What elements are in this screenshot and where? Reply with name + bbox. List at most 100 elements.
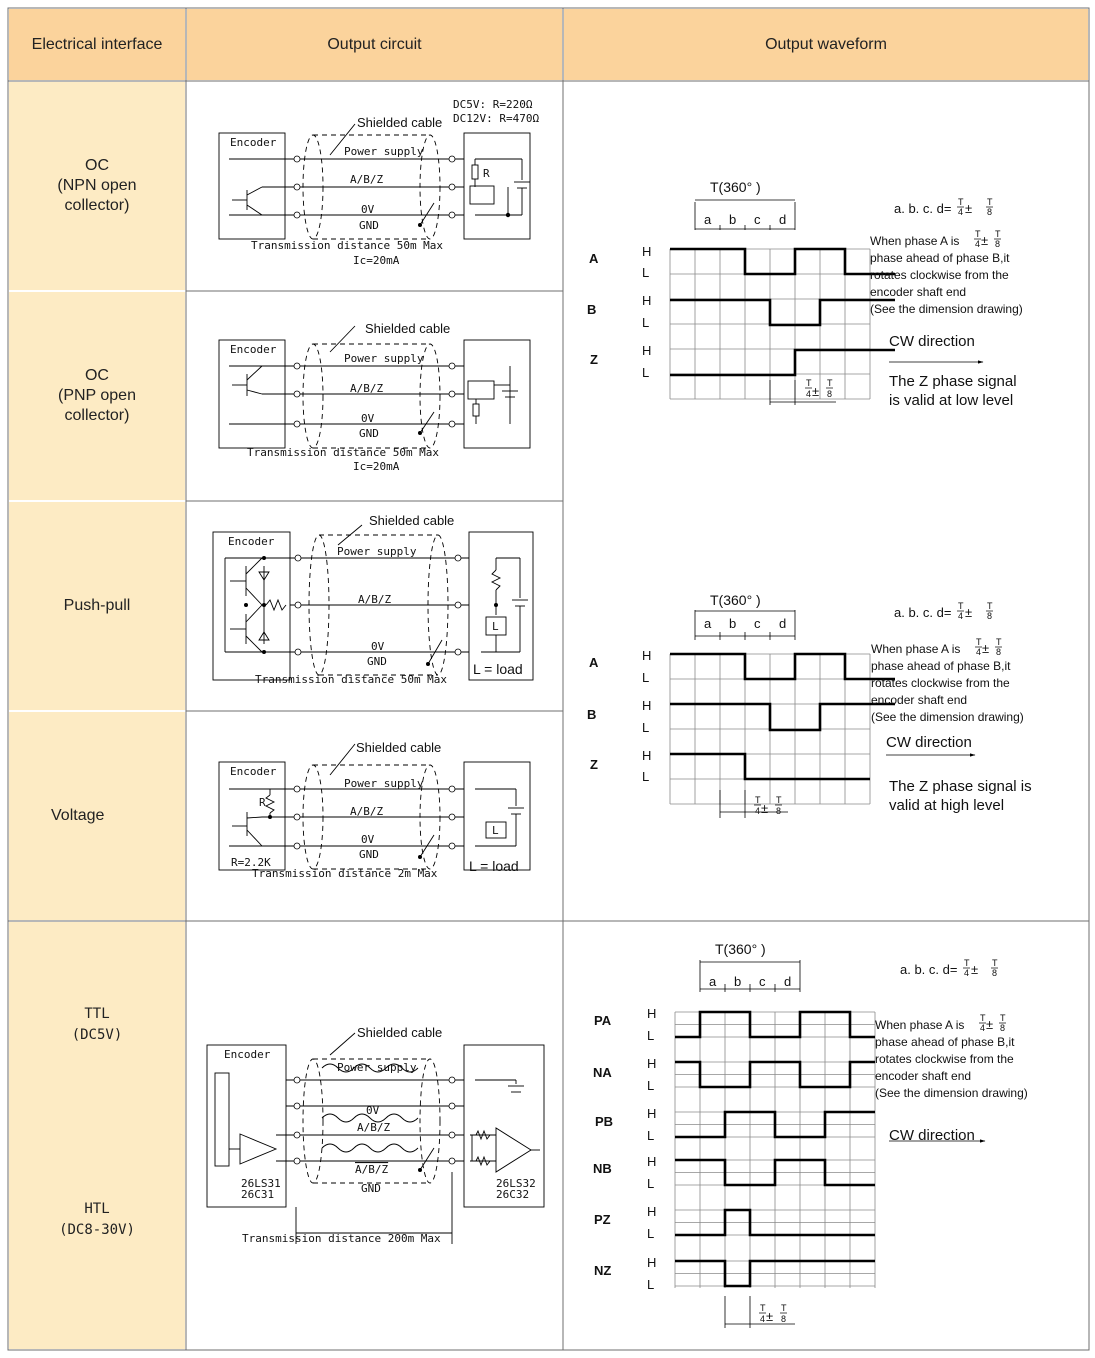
wf3-high-label: H <box>647 1204 656 1219</box>
svg-text:When phase A is: When phase A is <box>871 642 960 656</box>
interface-push-pull-l1: Push-pull <box>63 597 131 614</box>
pushpull-receiver-box <box>468 531 534 681</box>
svg-text:phase ahead of phase B,it: phase ahead of phase B,it <box>871 659 1011 673</box>
svg-text:4: 4 <box>760 1314 765 1324</box>
wf3-ch-pz: PZ <box>594 1212 611 1227</box>
voltage-zero-label: 0V <box>361 833 375 846</box>
wf3-seg-c: c <box>759 974 766 989</box>
header-col1-text: Electrical interface <box>31 35 163 53</box>
svg-text:(See the dimension drawing): (See the dimension drawing) <box>871 710 1024 724</box>
waveform-differential <box>674 960 986 1328</box>
ttl-power-label: Power supply <box>337 1061 417 1074</box>
interface-htl-l2: (DC8-30V) <box>59 1222 135 1238</box>
svg-text:8: 8 <box>987 207 992 217</box>
npn-distance: Transmission distance 50m Max <box>251 239 443 252</box>
ttl-signal-label: A/B/Z <box>357 1121 390 1134</box>
wf2-seg-b: b <box>729 616 736 631</box>
svg-text:L: L <box>642 365 649 380</box>
svg-text:4: 4 <box>958 207 963 217</box>
svg-text:L: L <box>642 315 649 330</box>
npn-signal-label: A/B/Z <box>350 173 383 186</box>
svg-text:8: 8 <box>776 806 781 816</box>
svg-text:encoder shaft end: encoder shaft end <box>875 1069 971 1083</box>
circuit-npn <box>218 123 531 240</box>
circuit-ttl-htl <box>206 1032 545 1244</box>
svg-text:rotates clockwise from the: rotates clockwise from the <box>871 676 1010 690</box>
wf3-period: T(360° ) <box>715 941 766 957</box>
pushpull-encoder-box <box>212 531 291 681</box>
interface-npn-l3: collector) <box>64 197 130 214</box>
svg-text:When phase A is: When phase A is <box>870 234 959 248</box>
svg-text:±: ± <box>971 962 978 977</box>
pnp-shield-label: Shielded cable <box>365 321 450 336</box>
wf2-ch-z: Z <box>590 757 598 772</box>
svg-text:T: T <box>755 795 761 805</box>
svg-text:4: 4 <box>964 968 969 978</box>
svg-text:8: 8 <box>996 647 1001 657</box>
svg-text:T: T <box>827 378 833 388</box>
circuit-voltage <box>218 743 531 871</box>
wf3-low-label: L <box>647 1028 654 1043</box>
wf2-znote2: valid at high level <box>889 797 1004 814</box>
svg-text:encoder shaft end: encoder shaft end <box>870 285 966 299</box>
wf3-ch-nz: NZ <box>594 1263 611 1278</box>
interface-npn-l1: OC <box>85 157 109 174</box>
wf1-seg-a: a <box>704 212 712 227</box>
svg-text:8: 8 <box>827 389 832 399</box>
pushpull-load-text: L = load <box>473 661 523 677</box>
interface-voltage: Voltage <box>9 712 185 920</box>
wf3-high-label: H <box>647 1106 656 1121</box>
wf3-low-label: L <box>647 1078 654 1093</box>
wf3-wave-pa <box>675 1010 875 1039</box>
pushpull-encoder-label: Encoder <box>228 535 275 548</box>
npn-receiver-box <box>463 132 531 240</box>
interface-voltage-l1: Voltage <box>51 807 105 824</box>
ttl-zero-label: 0V <box>366 1104 380 1117</box>
voltage-load-box-label: L <box>492 824 499 837</box>
npn-encoder-label: Encoder <box>230 136 277 149</box>
ttl-receiver-box <box>463 1044 545 1208</box>
voltage-distance: Transmission distance 2m Max <box>252 867 438 880</box>
ttl-encoder-label: Encoder <box>224 1048 271 1061</box>
waveform-low-z <box>669 199 984 405</box>
wf3-low-label: L <box>647 1226 654 1241</box>
voltage-gnd-label: GND <box>359 848 379 861</box>
interface-npn-l2: (NPN open <box>57 177 137 194</box>
voltage-signal-label: A/B/Z <box>350 805 383 818</box>
wf3-ch-nb: NB <box>593 1161 612 1176</box>
wf3-seg-a: a <box>709 974 717 989</box>
voltage-receiver-box <box>463 761 531 871</box>
svg-text:a. b. c. d=: a. b. c. d= <box>894 201 951 216</box>
wf3-high-label: H <box>647 1056 656 1071</box>
npn-shield-label: Shielded cable <box>357 115 442 130</box>
npn-power-label: Power supply <box>344 145 424 158</box>
wf3-wave-pb <box>675 1110 875 1139</box>
voltage-r-label: R <box>259 796 266 809</box>
wf1-wave-b <box>670 298 895 327</box>
svg-text:H: H <box>642 698 651 713</box>
pushpull-power-label: Power supply <box>337 545 417 558</box>
wf3-ch-pb: PB <box>595 1114 613 1129</box>
svg-text:T: T <box>996 637 1002 647</box>
voltage-power-label: Power supply <box>344 777 424 790</box>
wf3-high-label: H <box>647 1154 656 1169</box>
wf3-ch-pa: PA <box>594 1013 612 1028</box>
wf3-seg-b: b <box>734 974 741 989</box>
svg-text:T: T <box>958 601 964 611</box>
pushpull-distance: Transmission distance 50m Max <box>255 673 447 686</box>
pushpull-shield-label: Shielded cable <box>369 513 454 528</box>
svg-text:a. b. c. d=: a. b. c. d= <box>900 962 957 977</box>
svg-text:±: ± <box>982 641 989 656</box>
pnp-receiver-box <box>463 339 531 449</box>
wf3-wave-nb <box>675 1158 875 1187</box>
pnp-power-label: Power supply <box>344 352 424 365</box>
voltage-r-value: R=2.2K <box>231 856 271 869</box>
wf2-seg-a: a <box>704 616 712 631</box>
wf1-z-width: T 4 ± T 8 <box>805 378 833 399</box>
interface-npn: OC (NPN open collector) <box>9 82 185 290</box>
pnp-zero-label: 0V <box>361 412 375 425</box>
header-col2-text: Output circuit <box>327 35 422 53</box>
interface-push-pull: Push-pull <box>9 502 185 710</box>
